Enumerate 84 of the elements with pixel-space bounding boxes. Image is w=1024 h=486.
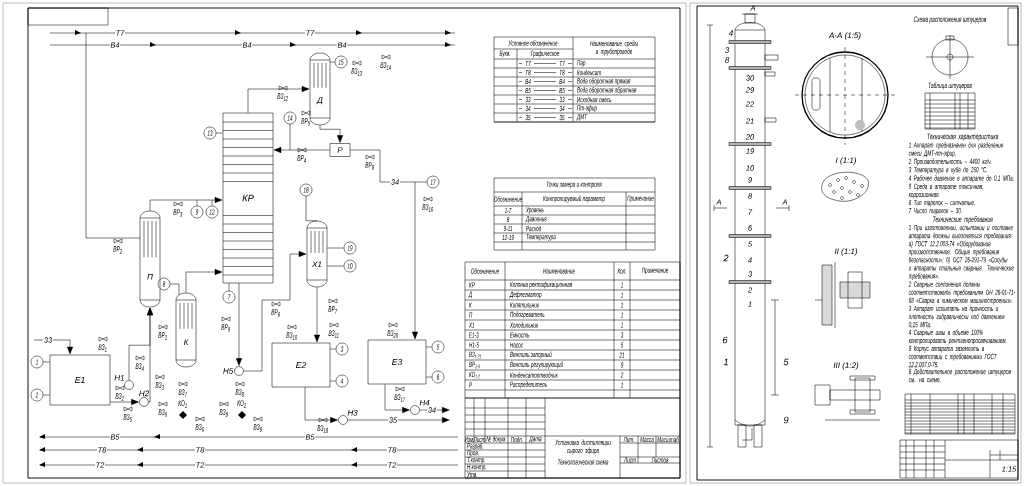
leader-line [289, 124, 291, 151]
valve-label: ВЗ$_{17}$ [394, 394, 406, 402]
section-heading: Технические требования [933, 216, 993, 224]
heat-exchanger: П [139, 210, 161, 308]
valve-label: ВЗ$_{11}$ [328, 330, 339, 338]
valve-label: ВЗ$_{16}$ [422, 204, 434, 212]
tank: Е2 [271, 342, 331, 388]
trap-label: КО$_{1}$ [178, 400, 187, 408]
section-heading: Техническая характеристика [927, 133, 999, 141]
valve-label: ВР$_{6}$ [271, 309, 281, 317]
valve-label: ВЗ$_{13}$ [351, 68, 363, 76]
view-title: II (1:1) [834, 248, 858, 256]
part-number: 6 [722, 336, 728, 344]
leader-line [211, 199, 213, 206]
valve-label: ВЗ$_{18}$ [317, 425, 329, 433]
view-title: I (1:1) [835, 157, 856, 165]
valve-label: ВР$_{3}$ [173, 209, 183, 217]
valve-label: ВР$_{4}$ [297, 155, 306, 163]
leader-line [330, 348, 336, 350]
valve-label: ВЗ$_{4}$ [135, 363, 144, 371]
trap-label: КО$_{2}$ [237, 400, 247, 408]
valve-label: ВР$_{9}$ [221, 324, 231, 332]
valve-label: ВЗ$_{2}$ [115, 393, 124, 401]
pipe-line [314, 287, 320, 343]
part-number: 2 [723, 254, 729, 262]
valve-label: ВЗ$_{6}$ [195, 424, 204, 432]
pipe-line [149, 197, 223, 211]
valve-label: ВР$_{7}$ [328, 306, 338, 314]
pipe-line [350, 149, 418, 340]
pipe-line [185, 269, 223, 293]
leader-line [426, 346, 432, 348]
part-number: 5 [783, 358, 789, 366]
valve-label: ВЗ$_{12}$ [277, 93, 289, 101]
pipe-line [319, 125, 343, 143]
pipe-line [243, 251, 307, 372]
part-number: 4 [728, 30, 733, 36]
valve-label: ВЗ$_{14}$ [380, 62, 391, 70]
pipe-line [273, 147, 330, 153]
tank: Е1 [49, 354, 111, 406]
pipe-line [419, 407, 450, 413]
valve-label: ВЗ$_{3}$ [155, 382, 164, 390]
valve-label: ВЗ$_{6}$ [158, 409, 167, 417]
pipe-line [347, 417, 450, 423]
part-number: 8 [725, 57, 730, 63]
pipe-line [304, 387, 338, 423]
heat-exchanger: К [175, 292, 197, 368]
valve-label: ВР$_{2}$ [113, 246, 123, 254]
leader-line [228, 283, 230, 291]
leader-line [196, 199, 198, 206]
pipe-line [110, 399, 139, 405]
pipe-line [247, 86, 310, 113]
pipe-line [128, 307, 153, 381]
pipe-line [33, 339, 73, 355]
valve-label: ВЗ$_{8}$ [235, 389, 244, 397]
heat-exchanger: Д [309, 52, 331, 126]
distributor-box: Р [329, 143, 351, 157]
leader-line [327, 265, 344, 267]
leader-line [305, 196, 318, 221]
valve-label: ВЗ$_{9}$ [253, 424, 262, 432]
leader-line [426, 376, 432, 378]
distillation-column: КР [222, 112, 274, 284]
tank: Е3 [367, 339, 427, 385]
view-title: III (1:2) [833, 362, 859, 370]
leader-line [330, 380, 336, 382]
heat-exchanger: Х1 [306, 220, 328, 288]
valve-label: ВЗ$_{7}$ [178, 389, 188, 397]
leader-line [170, 283, 180, 295]
leader-line [43, 361, 50, 363]
part-number: 1 [723, 358, 728, 366]
pipe-line [236, 283, 242, 366]
valve-label: ВР$_{1}$ [158, 332, 167, 340]
view-title: А-А (1:5) [828, 32, 861, 40]
valve-label: ВЗ$_{9}$ [219, 409, 228, 417]
valve-label: ВР$_{8}$ [365, 162, 375, 170]
leader-line [43, 394, 50, 396]
valve-label: ВЗ$_{5}$ [123, 414, 132, 422]
part-number: 9 [783, 416, 789, 424]
part-number: 3 [724, 47, 730, 53]
leader-line [414, 181, 427, 183]
leader-line [216, 132, 223, 134]
pipe-line [384, 384, 410, 413]
leader-line [327, 247, 344, 249]
valve-label: ВР$_{5}$ [301, 118, 311, 126]
leader-line [330, 61, 335, 63]
